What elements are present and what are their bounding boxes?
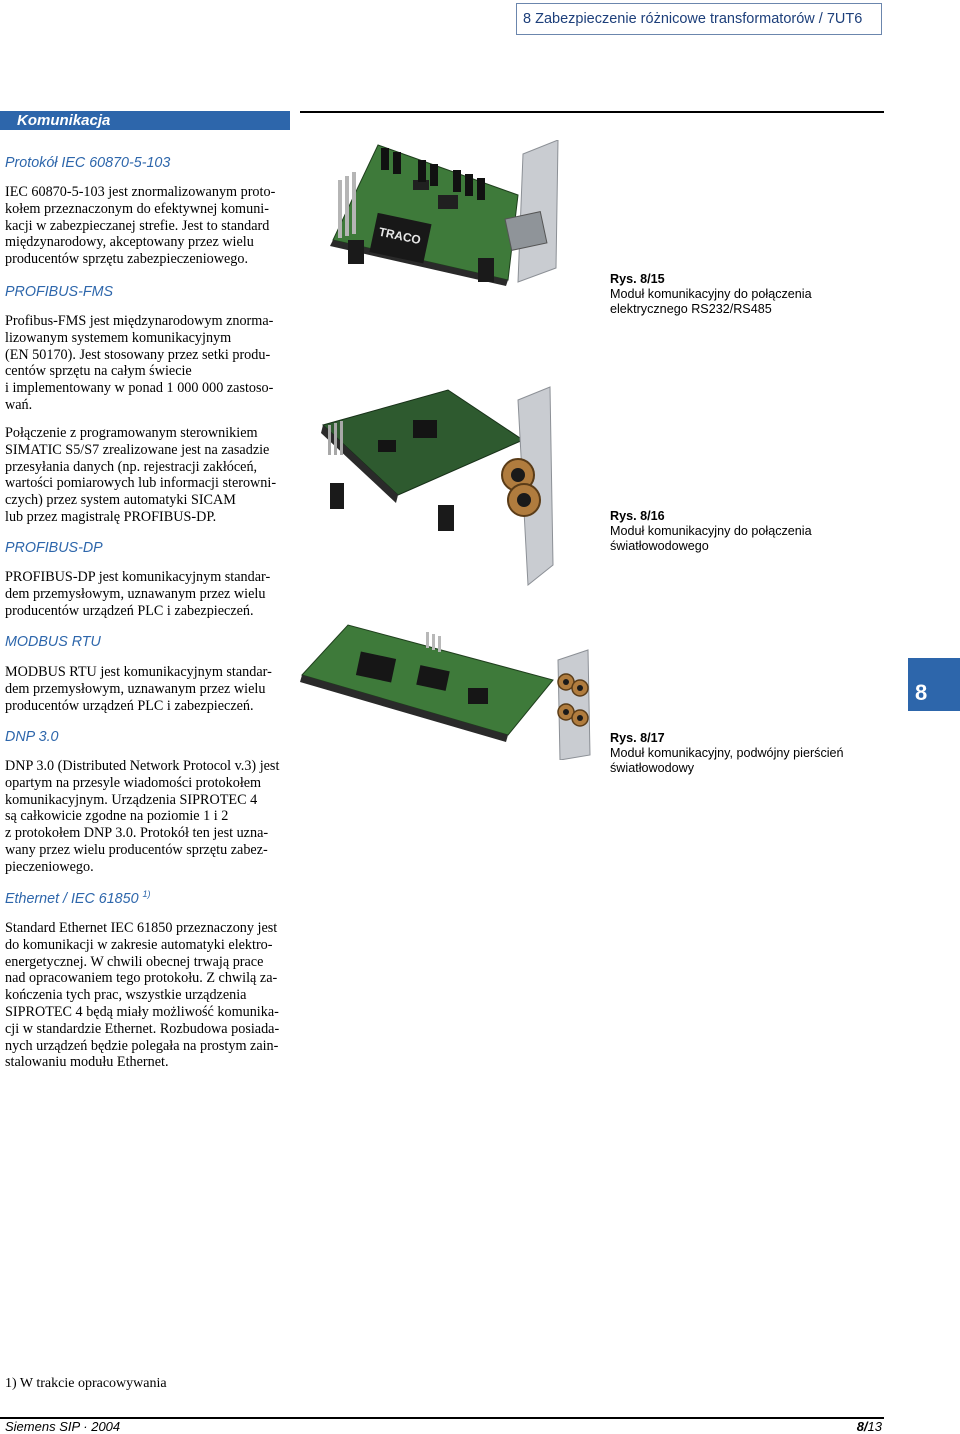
footnote: 1) W trakcie opracowywania [5, 1376, 167, 1391]
page-num: 13 [867, 1419, 882, 1434]
heading-iec-60870: Protokół IEC 60870-5-103 [5, 155, 171, 171]
footer-publisher: Siemens SIP · 2004 [5, 1419, 121, 1434]
photo-fiber-module [321, 386, 554, 586]
paragraph-modbus-rtu: MODBUS RTU jest komunikacyjnym standar- … [5, 664, 272, 714]
figure-number: Rys. 8/15 [610, 272, 665, 286]
section-rule [300, 111, 884, 113]
heading-modbus-rtu: MODBUS RTU [5, 634, 101, 650]
paragraph-iec-60870: IEC 60870-5-103 jest znormalizowanym pro… [5, 184, 276, 268]
page-number: 8/13 [857, 1419, 882, 1434]
photo-rs232-module: TRACO [330, 140, 559, 286]
running-header: 8 Zabezpieczenie różnicowe transformator… [516, 3, 882, 35]
figure-caption-text: Moduł komunikacyjny do połączenia światł… [610, 524, 812, 553]
heading-profibus-dp: PROFIBUS-DP [5, 540, 103, 556]
paragraph-simatic: Połączenie z programowanym sterownikiem … [5, 425, 277, 525]
footnote-marker: 1) [142, 889, 151, 899]
chapter-tab: 8 [908, 658, 960, 711]
heading-ethernet: Ethernet / IEC 61850 1) [5, 889, 151, 907]
page-chapter: 8/ [856, 1419, 868, 1434]
footer-rule [0, 1417, 884, 1419]
figure-caption-text: Moduł komunikacyjny do połączenia elektr… [610, 287, 812, 316]
heading-profibus-fms: PROFIBUS-FMS [5, 284, 114, 300]
photo-dual-ring-module [300, 624, 591, 760]
heading-dnp3: DNP 3.0 [5, 729, 59, 745]
paragraph-dnp3: DNP 3.0 (Distributed Network Protocol v.… [5, 758, 280, 875]
section-title-bar: Komunikacja [0, 111, 290, 130]
paragraph-profibus-fms: Profibus-FMS jest międzynarodowym znorma… [5, 313, 274, 413]
figure-caption-text: Moduł komunikacyjny, podwójny pierścień … [610, 746, 844, 775]
paragraph-profibus-dp: PROFIBUS-DP jest komunikacyjnym standar-… [5, 569, 271, 619]
figure-number: Rys. 8/16 [610, 509, 665, 523]
figure-number: Rys. 8/17 [610, 731, 665, 745]
paragraph-ethernet: Standard Ethernet IEC 61850 przeznaczony… [5, 920, 280, 1071]
heading-ethernet-text: Ethernet / IEC 61850 [5, 890, 139, 907]
